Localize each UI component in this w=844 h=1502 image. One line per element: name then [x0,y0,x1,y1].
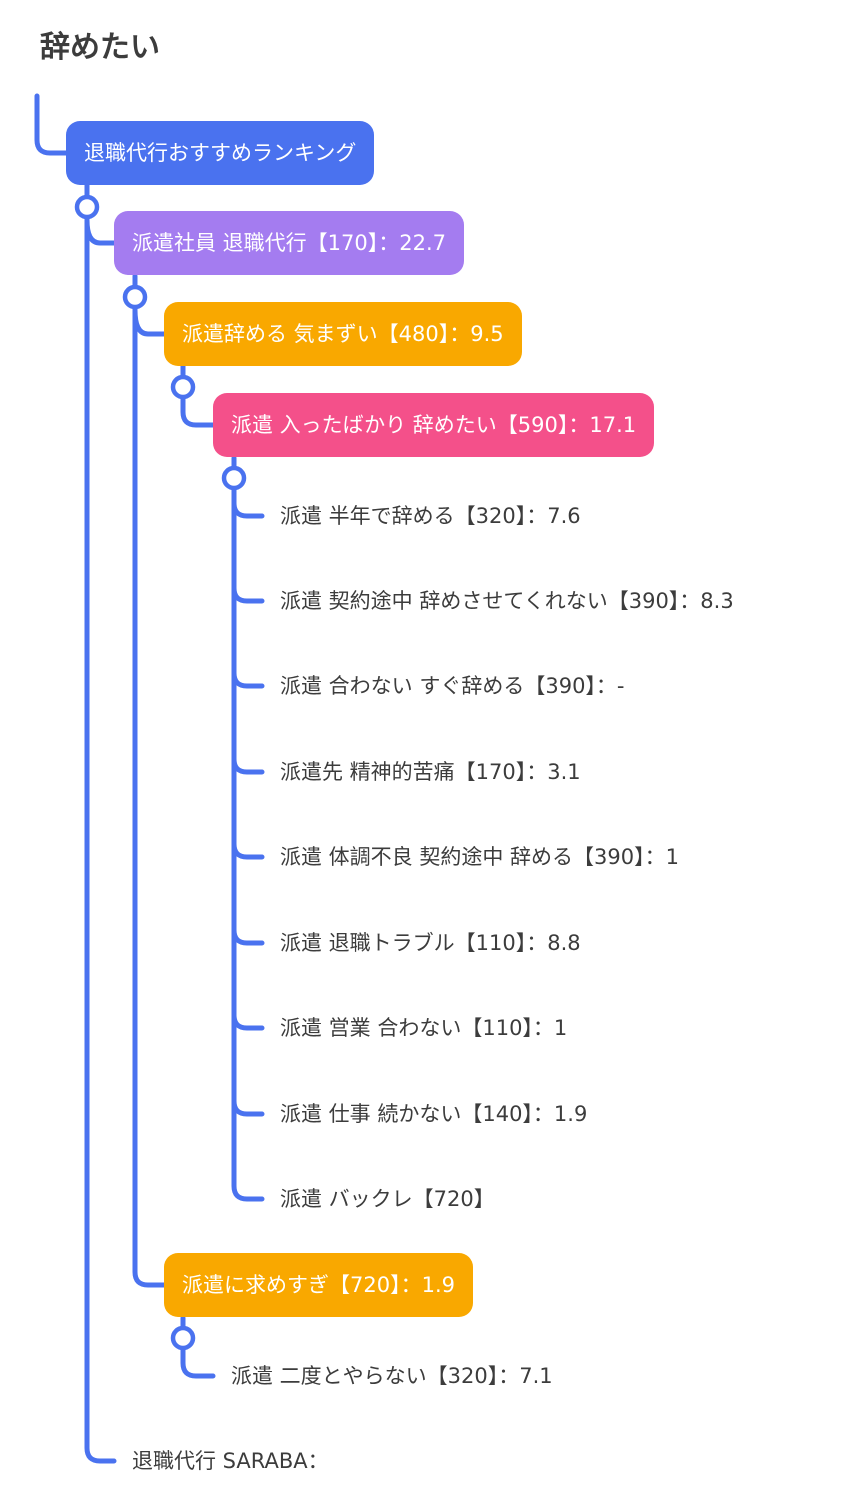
leaf-node[interactable]: 派遣 契約途中 辞めさせてくれない【390】：8.3 [280,589,734,613]
connector-l2-haitta-bakari [180,363,216,428]
node-haken-shain[interactable]: 派遣社員 退職代行【170】：22.7 [114,211,465,275]
connector-leaf-3 [231,670,265,689]
leaf-node[interactable]: 派遣 二度とやらない【320】：7.1 [231,1364,553,1388]
leaf-node[interactable]: 派遣 合わない すぐ辞める【390】：- [280,674,625,698]
connector-leaf-7 [231,1012,265,1031]
connector-motome-child [180,1315,216,1379]
collapse-handle-haitta-bakari [221,465,247,491]
connector-leaf-8 [231,1098,265,1117]
leaf-node[interactable]: 派遣先 精神的苦痛【170】：3.1 [280,760,581,784]
node-haitta-bakari[interactable]: 派遣 入ったばかり 辞めたい【590】：17.1 [213,393,655,457]
node-motome-sugi[interactable]: 派遣に求めすぎ【720】：1.9 [164,1253,473,1317]
leaf-node[interactable]: 派遣 体調不良 契約途中 辞める【390】：1 [280,845,679,869]
connector-leaf-1 [231,500,265,519]
connector-leaf-5 [231,841,265,860]
connector-l1-yameru-kimazui [132,307,167,337]
collapse-handle-motome-sugi [170,1325,196,1351]
connector-leaf-4 [231,756,265,775]
collapse-handle-root [74,194,100,220]
collapse-handle-yameru-kimazui [170,374,196,400]
connector-title-root [34,93,69,156]
leaf-node[interactable]: 派遣 バックレ【720】 [280,1187,495,1211]
node-saraba[interactable]: 退職代行 SARABA： [132,1449,329,1473]
connector-root-haken-shain [84,217,117,246]
connector-leaf-2 [231,585,265,604]
leaf-node[interactable]: 派遣 半年で辞める【320】：7.6 [280,504,581,528]
map-title: 辞めたい [40,30,160,65]
node-root[interactable]: 退職代行おすすめランキング [66,121,375,185]
connector-root-saraba [84,182,117,1464]
connector-l3-spine [231,455,265,1202]
leaf-node[interactable]: 派遣 仕事 続かない【140】：1.9 [280,1102,588,1126]
leaf-node[interactable]: 派遣 退職トラブル【110】：8.8 [280,931,581,955]
collapse-handle-haken-shain [122,284,148,310]
connector-l1-motome-sugi [132,273,167,1288]
node-yameru-kimazui[interactable]: 派遣辞める 気まずい【480】：9.5 [164,302,522,366]
connector-leaf-6 [231,927,265,946]
leaf-node[interactable]: 派遣 営業 合わない【110】：1 [280,1016,568,1040]
